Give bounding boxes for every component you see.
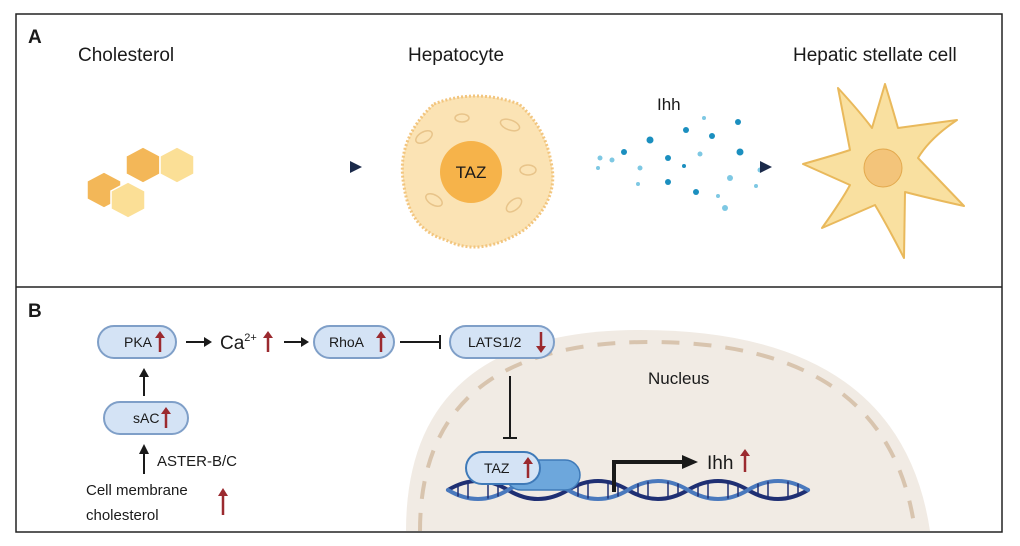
- membrane-label-line2: cholesterol: [86, 507, 159, 524]
- pka-to-ca-arrow: [186, 337, 212, 347]
- stellate-cell-icon: [802, 83, 965, 259]
- dna-helix-icon: [446, 479, 810, 501]
- panel-b-letter: B: [28, 301, 42, 322]
- up-arrow-icon: [523, 457, 533, 478]
- hepatocyte-label: Hepatocyte: [408, 45, 504, 66]
- calcium-superscript: 2+: [244, 332, 257, 344]
- hepatic-stellate-cell-label: Hepatic stellate cell: [793, 45, 957, 66]
- inhibition-icon: [400, 335, 441, 349]
- up-arrow-icon: [218, 488, 228, 515]
- up-arrow-icon: [740, 449, 750, 472]
- lats-node: [449, 325, 555, 359]
- rhoa-label: RhoA: [329, 334, 365, 350]
- membrane-label-line1: Cell membrane: [86, 482, 188, 499]
- ihh-ligand-dots: [596, 116, 763, 211]
- taz-node: [465, 451, 541, 485]
- calcium-label: Ca2+: [220, 332, 257, 354]
- calcium-base: Ca: [220, 333, 245, 354]
- inhibition-icon: [503, 376, 517, 439]
- pka-label: PKA: [124, 334, 153, 350]
- hepatocyte-cell-icon: [400, 94, 555, 249]
- ihh-ligand-label: Ihh: [657, 95, 681, 114]
- panel-a-letter: A: [28, 27, 42, 48]
- up-arrow-icon: [161, 407, 171, 428]
- pka-node: [97, 325, 177, 359]
- cholesterol-hexagon-icon: [86, 146, 195, 219]
- down-arrow-icon: [536, 332, 546, 353]
- rhoa-node: [313, 325, 395, 359]
- cholesterol-to-hepatocyte-arrow: [242, 161, 362, 173]
- taz-nucleus: [440, 141, 502, 203]
- up-arrow-icon: [263, 331, 273, 352]
- hepatocyte-to-stellate-arrow: [582, 161, 772, 173]
- transcription-arrow: [612, 455, 698, 492]
- cholesterol-label: Cholesterol: [78, 45, 174, 66]
- hepatocyte-taz-label: TAZ: [456, 163, 487, 182]
- ca-to-rhoa-arrow: [284, 337, 309, 347]
- sac-to-pka-arrow: [139, 368, 149, 396]
- lats-label: LATS1/2: [468, 334, 522, 350]
- up-arrow-icon: [155, 331, 165, 352]
- ihh-gene-label: Ihh: [707, 453, 733, 474]
- taz-label: TAZ: [484, 460, 510, 476]
- nucleus-label: Nucleus: [648, 369, 709, 388]
- aster-to-sac-arrow: [139, 444, 149, 474]
- aster-label: ASTER-B/C: [157, 453, 237, 470]
- up-arrow-icon: [376, 331, 386, 352]
- taz-complex: [465, 451, 581, 491]
- sac-label: sAC: [133, 410, 159, 426]
